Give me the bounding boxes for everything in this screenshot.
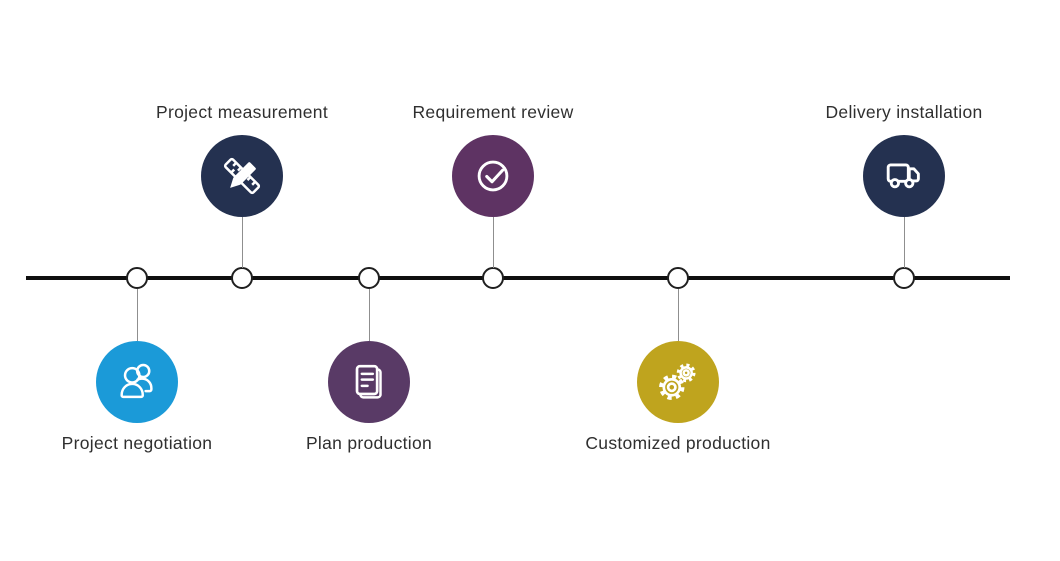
connector-line [137, 289, 138, 341]
connector-line [904, 217, 905, 268]
truck-icon [886, 163, 920, 189]
connector-line [678, 289, 679, 341]
step-label: Requirement review [412, 102, 574, 122]
step-icon-circle [637, 341, 719, 423]
step-icon-circle [201, 135, 283, 217]
gears-icon [659, 363, 696, 400]
step-label: Project negotiation [61, 433, 213, 453]
timeline-node [231, 267, 253, 289]
step-icon-circle [328, 341, 410, 423]
timeline-node [667, 267, 689, 289]
step-label: Plan production [305, 433, 433, 453]
connector-line [493, 217, 494, 268]
people-icon [120, 363, 153, 399]
timeline-node [893, 267, 915, 289]
step-label: Project measurement [155, 102, 329, 122]
timeline-node [126, 267, 148, 289]
timeline-node [358, 267, 380, 289]
connector-line [242, 217, 243, 268]
step-icon-circle [452, 135, 534, 217]
step-label: Customized production [585, 433, 771, 453]
connector-line [369, 289, 370, 341]
timeline-node [482, 267, 504, 289]
step-icon-circle [96, 341, 178, 423]
document-icon [355, 364, 382, 399]
step-label: Delivery installation [825, 102, 983, 122]
ruler-pencil-icon [223, 157, 261, 195]
timeline-axis [26, 276, 1010, 280]
check-circle-icon [477, 160, 509, 192]
step-icon-circle [863, 135, 945, 217]
